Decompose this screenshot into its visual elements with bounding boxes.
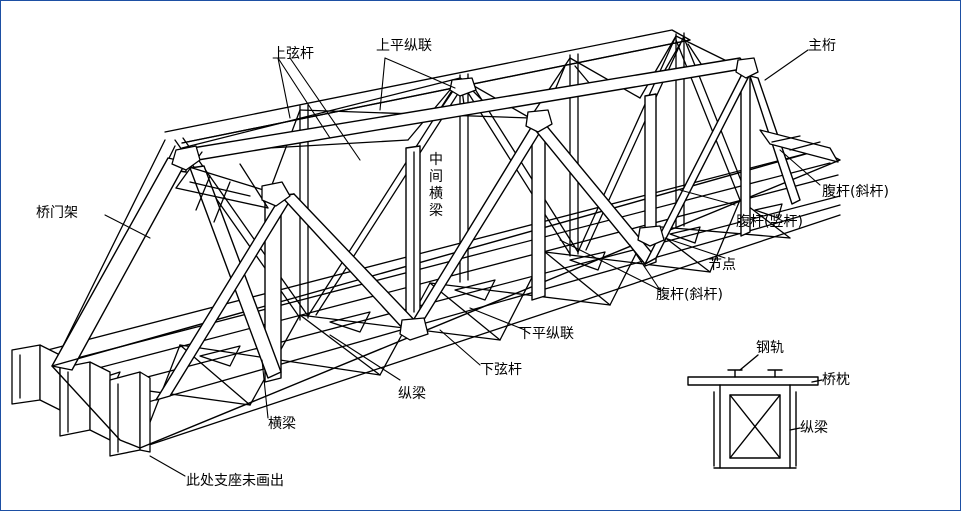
gusset-plates (171, 57, 759, 341)
label-sleeper: 桥枕 (822, 372, 850, 388)
rail-sleeper-detail (687, 354, 823, 469)
label-bearing-note: 此处支座未画出 (186, 473, 284, 489)
label-intermediate-crossbeam: 中间横梁 (429, 152, 443, 219)
label-stringer: 纵梁 (398, 386, 426, 402)
label-floor-beam: 横梁 (268, 416, 296, 432)
label-upper-lateral-bracing: 上平纵联 (376, 38, 432, 54)
label-lower-chord: 下弦杆 (480, 362, 522, 378)
near-main-truss (51, 57, 841, 449)
label-panel-point: 节点 (708, 257, 736, 273)
label-lower-lateral-bracing: 下平纵联 (518, 326, 574, 342)
label-rail: 钢轨 (756, 340, 784, 356)
portal-bracing (175, 151, 271, 223)
label-web-vertical: 腹杆(竖杆) (736, 214, 803, 230)
label-detail-stringer: 纵梁 (800, 420, 828, 436)
leader-lines (104, 49, 821, 477)
label-upper-chord: 上弦杆 (272, 46, 314, 62)
end-bearing-block (11, 344, 151, 457)
back-end-frame (759, 129, 839, 163)
label-web-diagonal-mid: 腹杆(斜杆) (656, 287, 723, 303)
label-portal-frame: 桥门架 (36, 205, 78, 221)
label-web-diagonal-top: 腹杆(斜杆) (822, 184, 889, 200)
label-main-truss: 主桁 (808, 38, 836, 54)
